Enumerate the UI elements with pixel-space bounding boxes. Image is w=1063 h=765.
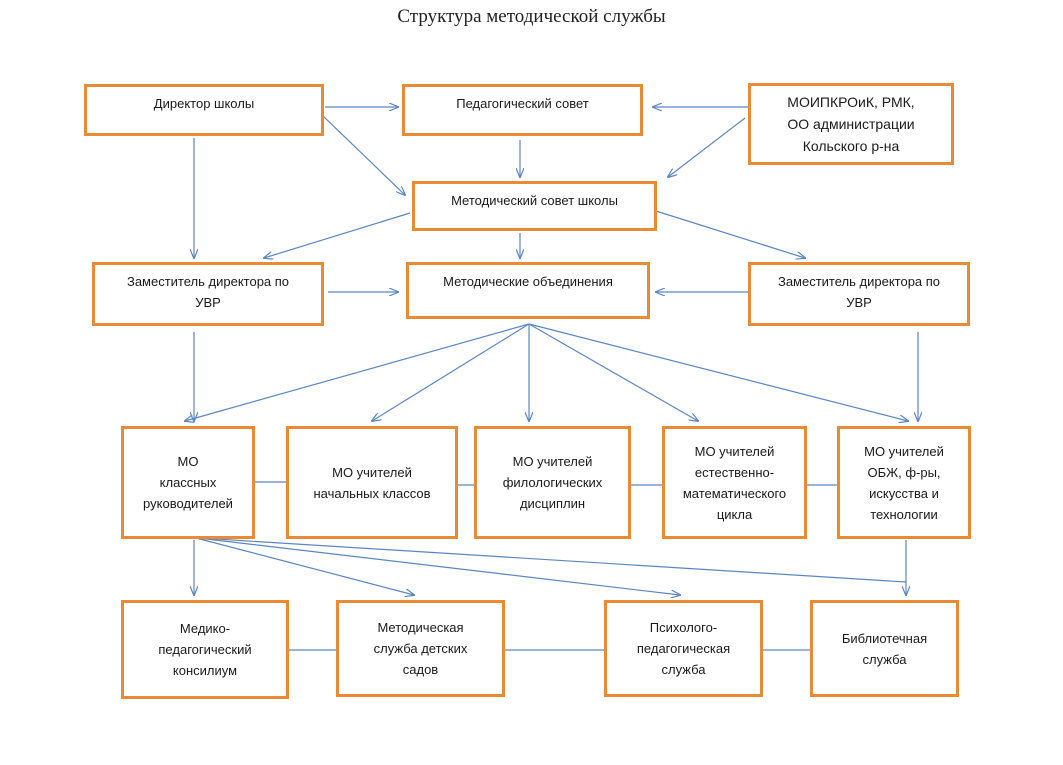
arrow-external-to-method-council	[668, 117, 746, 177]
node-psych: Психолого- педагогическая служба	[604, 600, 763, 697]
node-deputy-left: Заместитель директора по УВР	[92, 262, 324, 326]
line-mo-class-to-library	[199, 537, 907, 583]
node-method-assoc: Методические объединения	[406, 262, 650, 319]
node-mo-primary: МО учителей начальных классов	[286, 426, 458, 539]
arrow-method-assoc-to-mo-science	[528, 323, 698, 421]
node-mo-science: МО учителей естественно- математического…	[662, 426, 807, 539]
node-method-council: Методический совет школы	[412, 181, 657, 231]
arrow-mo-class-to-kindergarten	[195, 537, 414, 595]
node-external: МОИПКРОиК, РМК, ОО администрации Кольско…	[748, 83, 954, 165]
arrow-method-council-to-deputy-right	[655, 210, 805, 258]
arrow-mo-class-to-psych	[197, 537, 680, 595]
node-director: Директор школы	[84, 84, 324, 136]
diagram-title: Структура методической службы	[397, 6, 666, 27]
node-mo-philology: МО учителей филологических дисциплин	[474, 426, 631, 539]
node-mo-class: МО классных руководителей	[121, 426, 255, 539]
arrow-director-to-method-council	[321, 114, 405, 195]
arrow-method-assoc-to-mo-obzh	[528, 323, 908, 421]
node-kindergarten: Методическая служба детских садов	[336, 600, 505, 697]
arrow-method-council-to-deputy-left	[264, 212, 411, 258]
node-library: Библиотечная служба	[810, 600, 959, 697]
arrow-method-assoc-to-mo-primary	[372, 323, 530, 421]
node-medical: Медико- педагогический консилиум	[121, 600, 289, 699]
node-deputy-right: Заместитель директора по УВР	[748, 262, 970, 326]
node-mo-obzh: МО учителей ОБЖ, ф-ры, искусства и техно…	[837, 426, 971, 539]
node-ped-council: Педагогический совет	[402, 84, 643, 136]
arrow-method-assoc-to-mo-class	[185, 323, 530, 421]
